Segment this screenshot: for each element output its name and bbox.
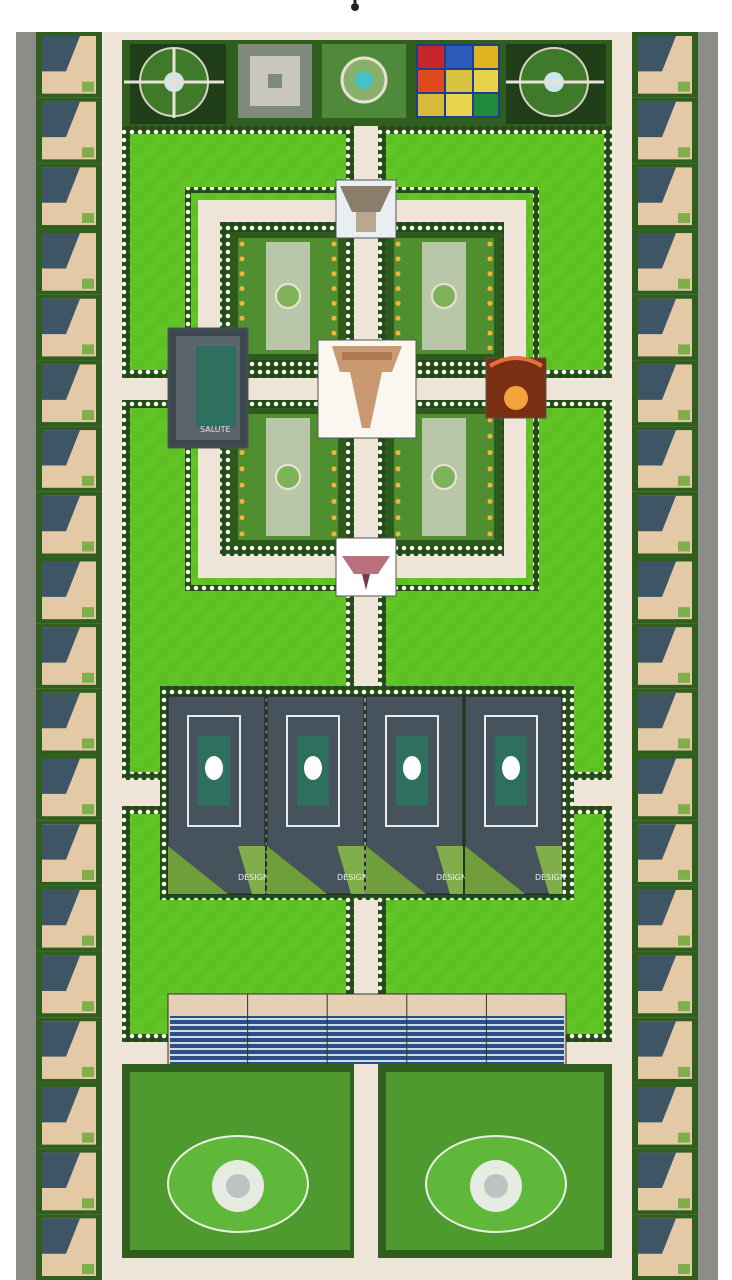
amphitheatre-icon	[378, 1064, 612, 1258]
inner-gardens	[230, 232, 502, 546]
block-building: DESIGN	[167, 695, 269, 895]
road-right	[698, 32, 718, 1280]
temple-spire-icon	[335, 179, 397, 239]
house-icon	[632, 294, 698, 361]
house-icon	[632, 885, 698, 952]
house-icon	[632, 163, 698, 230]
inner-garden	[230, 408, 346, 546]
house-icon	[36, 1214, 102, 1280]
house-icon	[36, 623, 102, 689]
block-roof-label: DESIGN	[535, 873, 566, 882]
house-icon	[36, 688, 102, 755]
house-icon	[36, 1017, 102, 1083]
house-column-right	[632, 32, 698, 1280]
house-icon	[632, 360, 698, 427]
block-building: DESIGN	[365, 695, 467, 895]
house-icon	[36, 754, 102, 821]
block-building: DESIGN	[266, 695, 368, 895]
top-amenity-strip	[122, 40, 612, 126]
house-icon	[632, 820, 698, 886]
temple-icon	[317, 339, 417, 439]
house-icon	[36, 229, 102, 295]
inner-garden	[230, 232, 346, 360]
temple-spire-icon	[335, 537, 397, 597]
house-icon	[632, 32, 698, 98]
house-icon	[632, 1017, 698, 1083]
house-icon	[36, 557, 102, 624]
house-icon	[36, 97, 102, 164]
sun-court-icon	[485, 356, 547, 419]
block-building: DESIGN	[464, 695, 566, 895]
house-icon	[632, 1148, 698, 1215]
road-left	[16, 32, 36, 1280]
house-icon	[36, 360, 102, 427]
house-icon	[36, 820, 102, 886]
chevron-up-icon	[351, 0, 359, 11]
house-icon	[36, 951, 102, 1018]
house-icon	[632, 1082, 698, 1149]
house-icon	[36, 885, 102, 952]
house-icon	[632, 754, 698, 821]
vastu-grid-icon	[416, 44, 500, 118]
house-icon	[36, 294, 102, 361]
block-roof-label: DESIGN	[238, 873, 269, 882]
house-column-left	[36, 32, 102, 1280]
house-icon	[36, 491, 102, 558]
inner-garden	[386, 232, 502, 360]
house-icon	[632, 951, 698, 1018]
house-icon	[632, 491, 698, 558]
house-icon	[632, 1214, 698, 1280]
house-icon	[632, 97, 698, 164]
house-icon	[36, 426, 102, 492]
block-roof-label: DESIGN	[337, 873, 368, 882]
house-icon	[36, 1082, 102, 1149]
house-icon	[632, 623, 698, 689]
residential-blocks: DESIGN DESIGN DESIGN DESIGN	[160, 686, 574, 900]
block-roof-label: DESIGN	[436, 873, 467, 882]
house-icon	[632, 688, 698, 755]
amphitheatre-icon	[122, 1064, 358, 1258]
house-icon	[36, 163, 102, 230]
house-icon	[632, 426, 698, 492]
house-icon	[632, 557, 698, 624]
house-icon	[632, 229, 698, 295]
house-icon	[36, 1148, 102, 1215]
house-icon	[36, 32, 102, 98]
meeting-hall-plan: SALUTE	[167, 327, 249, 449]
meeting-hall-roof-label: SALUTE	[200, 425, 231, 434]
